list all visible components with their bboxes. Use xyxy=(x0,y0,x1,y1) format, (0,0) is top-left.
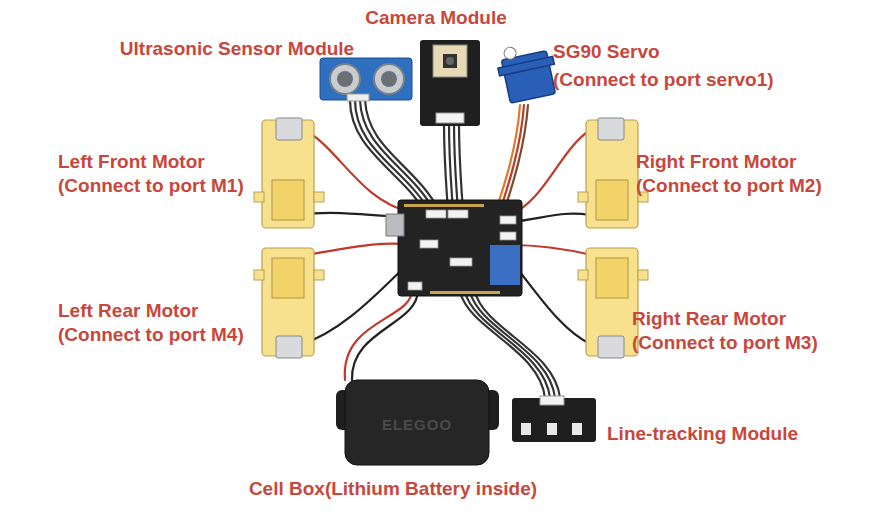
part-label: SG90 Servo (Connect to port servo1) xyxy=(553,38,774,94)
part-label: Line-tracking Module xyxy=(607,421,798,447)
watermark: ELEGOO xyxy=(382,414,452,436)
part-label: Camera Module xyxy=(365,5,506,31)
part-label: Left Front Motor (Connect to port M1) xyxy=(58,150,244,198)
part-label: Cell Box(Lithium Battery inside) xyxy=(249,476,537,502)
part-label: Right Front Motor (Connect to port M2) xyxy=(636,150,822,198)
part-label: Right Rear Motor (Connect to port M3) xyxy=(632,307,818,355)
part-label: Left Rear Motor (Connect to port M4) xyxy=(58,299,244,347)
part-label: Ultrasonic Sensor Module xyxy=(120,36,354,62)
